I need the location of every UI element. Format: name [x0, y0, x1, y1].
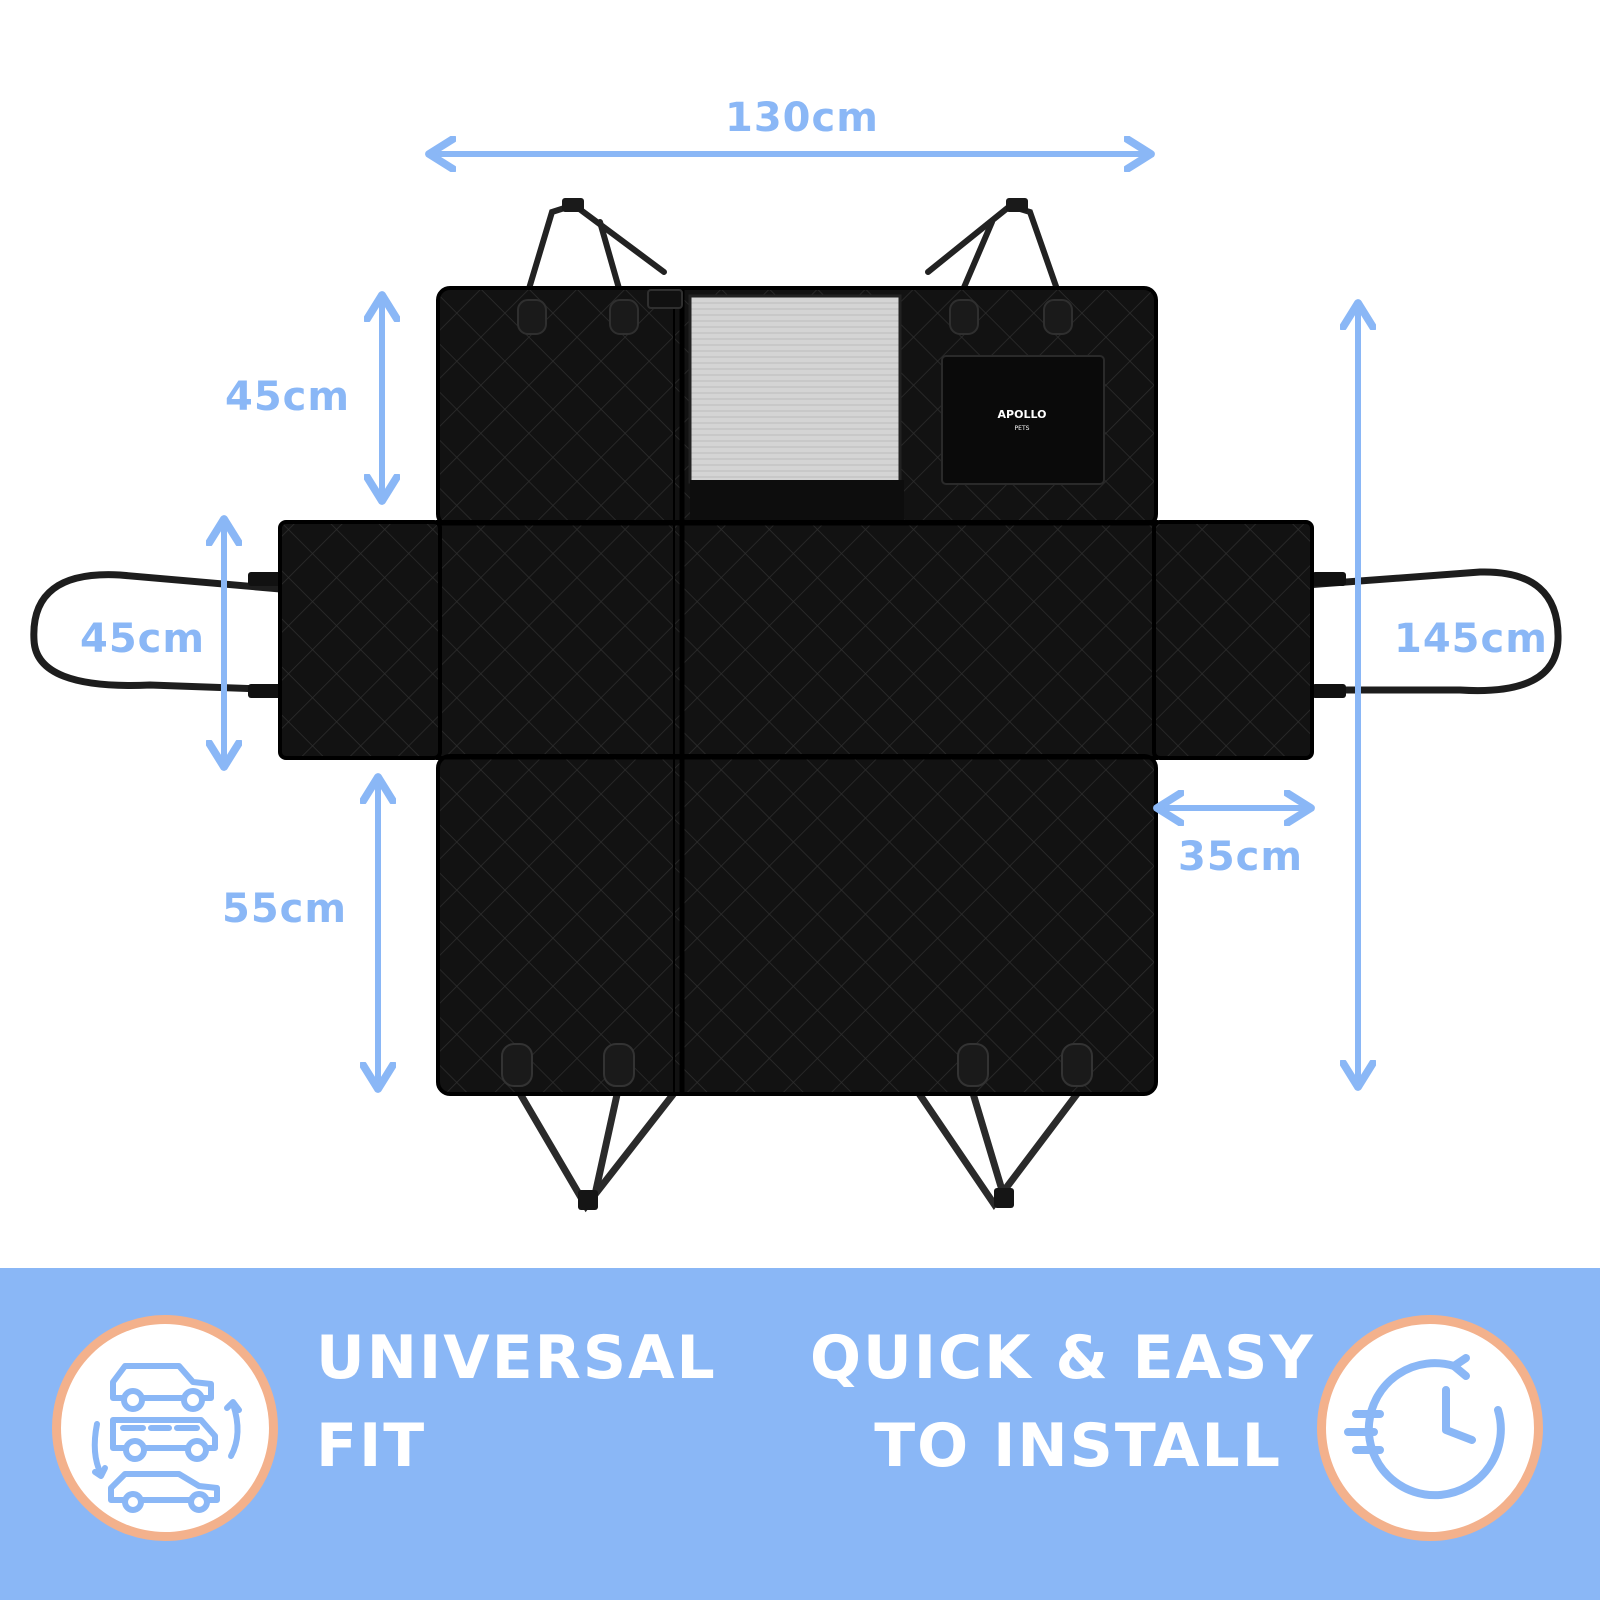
- side-loop-strap-right: [1305, 568, 1562, 695]
- strap-tab: [517, 299, 547, 335]
- strap-buckle: [562, 198, 584, 212]
- strap-buckle: [248, 684, 282, 698]
- strap-tab: [949, 299, 979, 335]
- mesh-window-frame: [690, 480, 904, 520]
- side-flap-right: [1152, 520, 1314, 760]
- anchor-strap: [592, 1086, 622, 1194]
- side-flap-left: [278, 520, 442, 760]
- strap-buckle: [1006, 198, 1028, 212]
- dim-label-backrest-height: 45cm: [225, 374, 351, 420]
- pocket-logo: APOLLO: [998, 408, 1047, 421]
- side-loop-strap-left: [30, 571, 293, 694]
- storage-pocket: [941, 355, 1105, 485]
- strap-tab: [957, 1043, 989, 1087]
- feature-title: UNIVERSAL: [316, 1323, 717, 1393]
- mesh-window: [688, 294, 902, 484]
- strap-buckle: [1312, 684, 1346, 698]
- dim-label-width: 130cm: [725, 95, 879, 141]
- seat-panel: [436, 754, 1158, 1096]
- strap-tab: [1061, 1043, 1093, 1087]
- middle-panel: [436, 520, 1158, 760]
- fast-clock-icon: [1344, 1354, 1505, 1500]
- headrest-strap-left: [525, 201, 667, 295]
- quick-install-badge: [1317, 1315, 1543, 1541]
- strap-buckle: [578, 1190, 598, 1210]
- headrest-strap-right: [925, 202, 1061, 295]
- strap-buckle: [994, 1188, 1014, 1208]
- strap-buckle: [1312, 572, 1346, 586]
- seat-cover-illustration: APOLLO PETS: [30, 0, 1562, 1213]
- dim-label-side-flap-width: 35cm: [1178, 834, 1304, 880]
- universal-fit-badge: [52, 1315, 278, 1541]
- pocket-logo-sub: PETS: [1015, 425, 1030, 432]
- strap-tab: [1043, 299, 1073, 335]
- features-banner: UNIVERSAL FIT QUICK & EASY TO INSTALL: [0, 1268, 1600, 1600]
- strap-tab: [603, 1043, 635, 1087]
- feature-subtitle: TO INSTALL: [874, 1411, 1282, 1481]
- strap-buckle: [647, 289, 683, 309]
- dim-label-side-flap-height: 45cm: [80, 616, 206, 662]
- vehicles-cycle-icon: [91, 1363, 242, 1513]
- feature-title: QUICK & EASY: [810, 1323, 1315, 1393]
- feature-universal-fit: UNIVERSAL FIT: [316, 1314, 717, 1490]
- strap-tab: [609, 299, 639, 335]
- strap-buckle: [248, 572, 282, 586]
- dim-label-total-height: 145cm: [1394, 616, 1548, 662]
- feature-quick-install: QUICK & EASY TO INSTALL: [810, 1314, 1315, 1490]
- anchor-strap: [968, 1086, 1006, 1194]
- strap-tab: [501, 1043, 533, 1087]
- dim-label-seat-depth: 55cm: [222, 886, 348, 932]
- feature-subtitle: FIT: [316, 1411, 427, 1481]
